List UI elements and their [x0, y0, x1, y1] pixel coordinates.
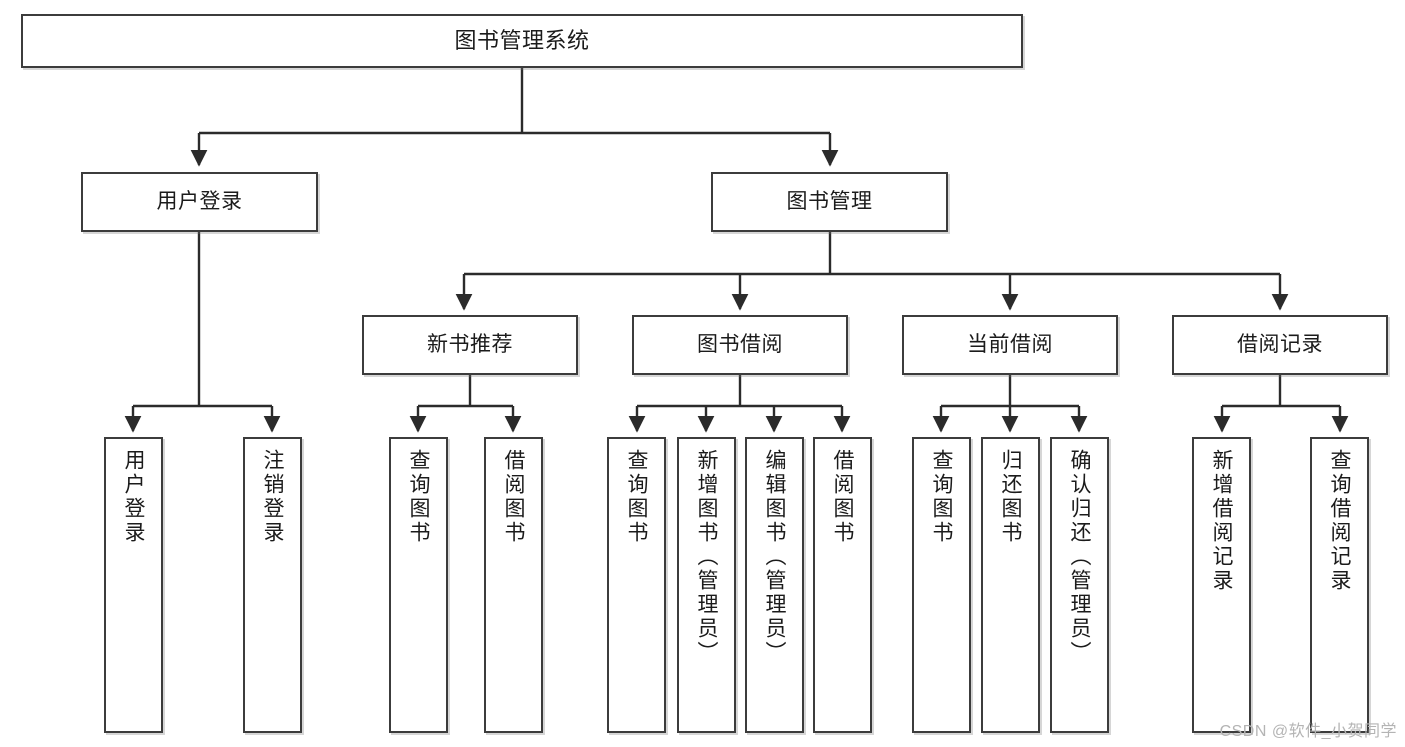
leaf-query-book-current-label: 查询图书 — [930, 449, 953, 545]
node-root-label: 图书管理系统 — [454, 27, 590, 53]
leaf-borrow-book-new-label: 借阅图书 — [502, 449, 525, 545]
leaf-add-book-admin-label: 新增图书（管理员） — [695, 449, 718, 665]
leaf-confirm-return-admin-label: 确认归还（管理员） — [1068, 449, 1091, 665]
node-new-book-recommend[interactable]: 新书推荐 — [362, 315, 578, 375]
leaf-query-book[interactable]: 查询图书 — [607, 437, 666, 733]
leaf-query-book-new-label: 查询图书 — [407, 449, 430, 545]
leaf-add-book-admin[interactable]: 新增图书（管理员） — [677, 437, 736, 733]
leaf-user-logout[interactable]: 注销登录 — [243, 437, 302, 733]
leaf-user-login[interactable]: 用户登录 — [104, 437, 163, 733]
leaf-query-book-new[interactable]: 查询图书 — [389, 437, 448, 733]
leaf-edit-book-admin[interactable]: 编辑图书（管理员） — [745, 437, 804, 733]
leaf-query-borrow-record[interactable]: 查询借阅记录 — [1310, 437, 1369, 733]
node-borrow-record-label: 借阅记录 — [1237, 333, 1323, 357]
leaf-add-borrow-record-label: 新增借阅记录 — [1210, 449, 1233, 593]
node-root[interactable]: 图书管理系统 — [21, 14, 1023, 68]
leaf-confirm-return-admin[interactable]: 确认归还（管理员） — [1050, 437, 1109, 733]
node-new-book-recommend-label: 新书推荐 — [427, 333, 513, 357]
node-current-borrow[interactable]: 当前借阅 — [902, 315, 1118, 375]
node-user-login-label: 用户登录 — [156, 190, 243, 214]
node-book-borrow[interactable]: 图书借阅 — [632, 315, 848, 375]
node-user-login[interactable]: 用户登录 — [81, 172, 318, 232]
leaf-edit-book-admin-label: 编辑图书（管理员） — [763, 449, 786, 665]
watermark: CSDN @软件_小贺同学 — [1219, 723, 1397, 740]
leaf-borrow-book[interactable]: 借阅图书 — [813, 437, 872, 733]
node-book-borrow-label: 图书借阅 — [697, 333, 783, 357]
leaf-add-borrow-record[interactable]: 新增借阅记录 — [1192, 437, 1251, 733]
leaf-return-book-label: 归还图书 — [999, 449, 1022, 545]
leaf-query-book-current[interactable]: 查询图书 — [912, 437, 971, 733]
leaf-borrow-book-new[interactable]: 借阅图书 — [484, 437, 543, 733]
leaf-return-book[interactable]: 归还图书 — [981, 437, 1040, 733]
node-book-management[interactable]: 图书管理 — [711, 172, 948, 232]
leaf-query-borrow-record-label: 查询借阅记录 — [1328, 449, 1351, 593]
leaf-user-login-label: 用户登录 — [122, 449, 145, 545]
node-book-management-label: 图书管理 — [786, 190, 873, 214]
leaf-query-book-label: 查询图书 — [625, 449, 648, 545]
node-borrow-record[interactable]: 借阅记录 — [1172, 315, 1388, 375]
leaf-user-logout-label: 注销登录 — [261, 449, 284, 545]
leaf-borrow-book-label: 借阅图书 — [831, 449, 854, 545]
node-current-borrow-label: 当前借阅 — [967, 333, 1053, 357]
